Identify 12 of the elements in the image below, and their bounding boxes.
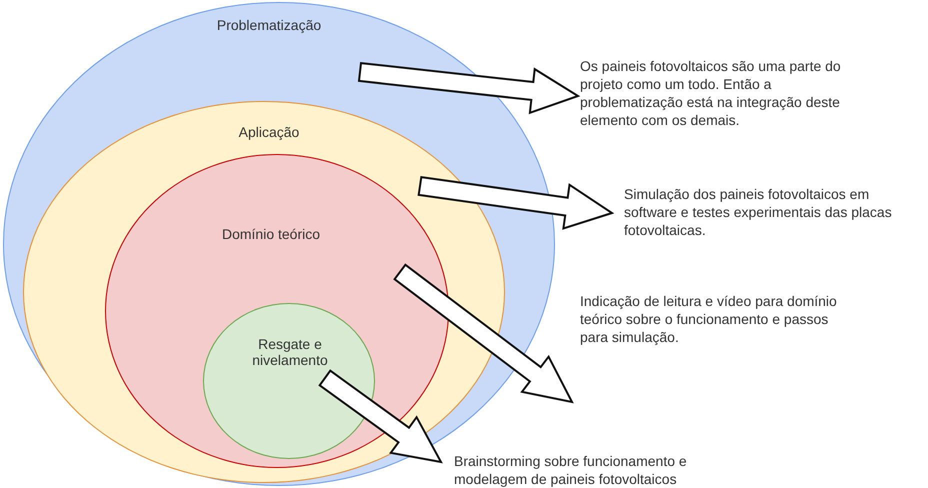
description-text: Simulação dos paineis fotovoltaicos em software e testes experimentais das placas fotovoltaicas.: [624, 186, 904, 240]
block-arrow: [358, 62, 580, 114]
block-arrow: [318, 369, 443, 464]
layer-label: Problematização: [216, 17, 322, 33]
description-text: Indicação de leitura e vídeo para domínio teórico sobre o funcionamento e passos para simulação.: [580, 293, 842, 347]
layer-label: Resgate e nivelamento: [251, 336, 329, 368]
description-text: Brainstorming sobre funcionamento e modelagem de paineis fotovoltaicos: [454, 453, 694, 488]
block-arrow: [393, 263, 574, 404]
layer-label: Domínio teórico: [220, 226, 322, 242]
description-text: Os paineis fotovoltaicos são uma parte do projeto como um todo. Então a problematização está na integração deste elemento com os demais.: [580, 58, 842, 130]
layer-label: Aplicação: [238, 124, 300, 140]
block-arrow: [418, 176, 614, 230]
